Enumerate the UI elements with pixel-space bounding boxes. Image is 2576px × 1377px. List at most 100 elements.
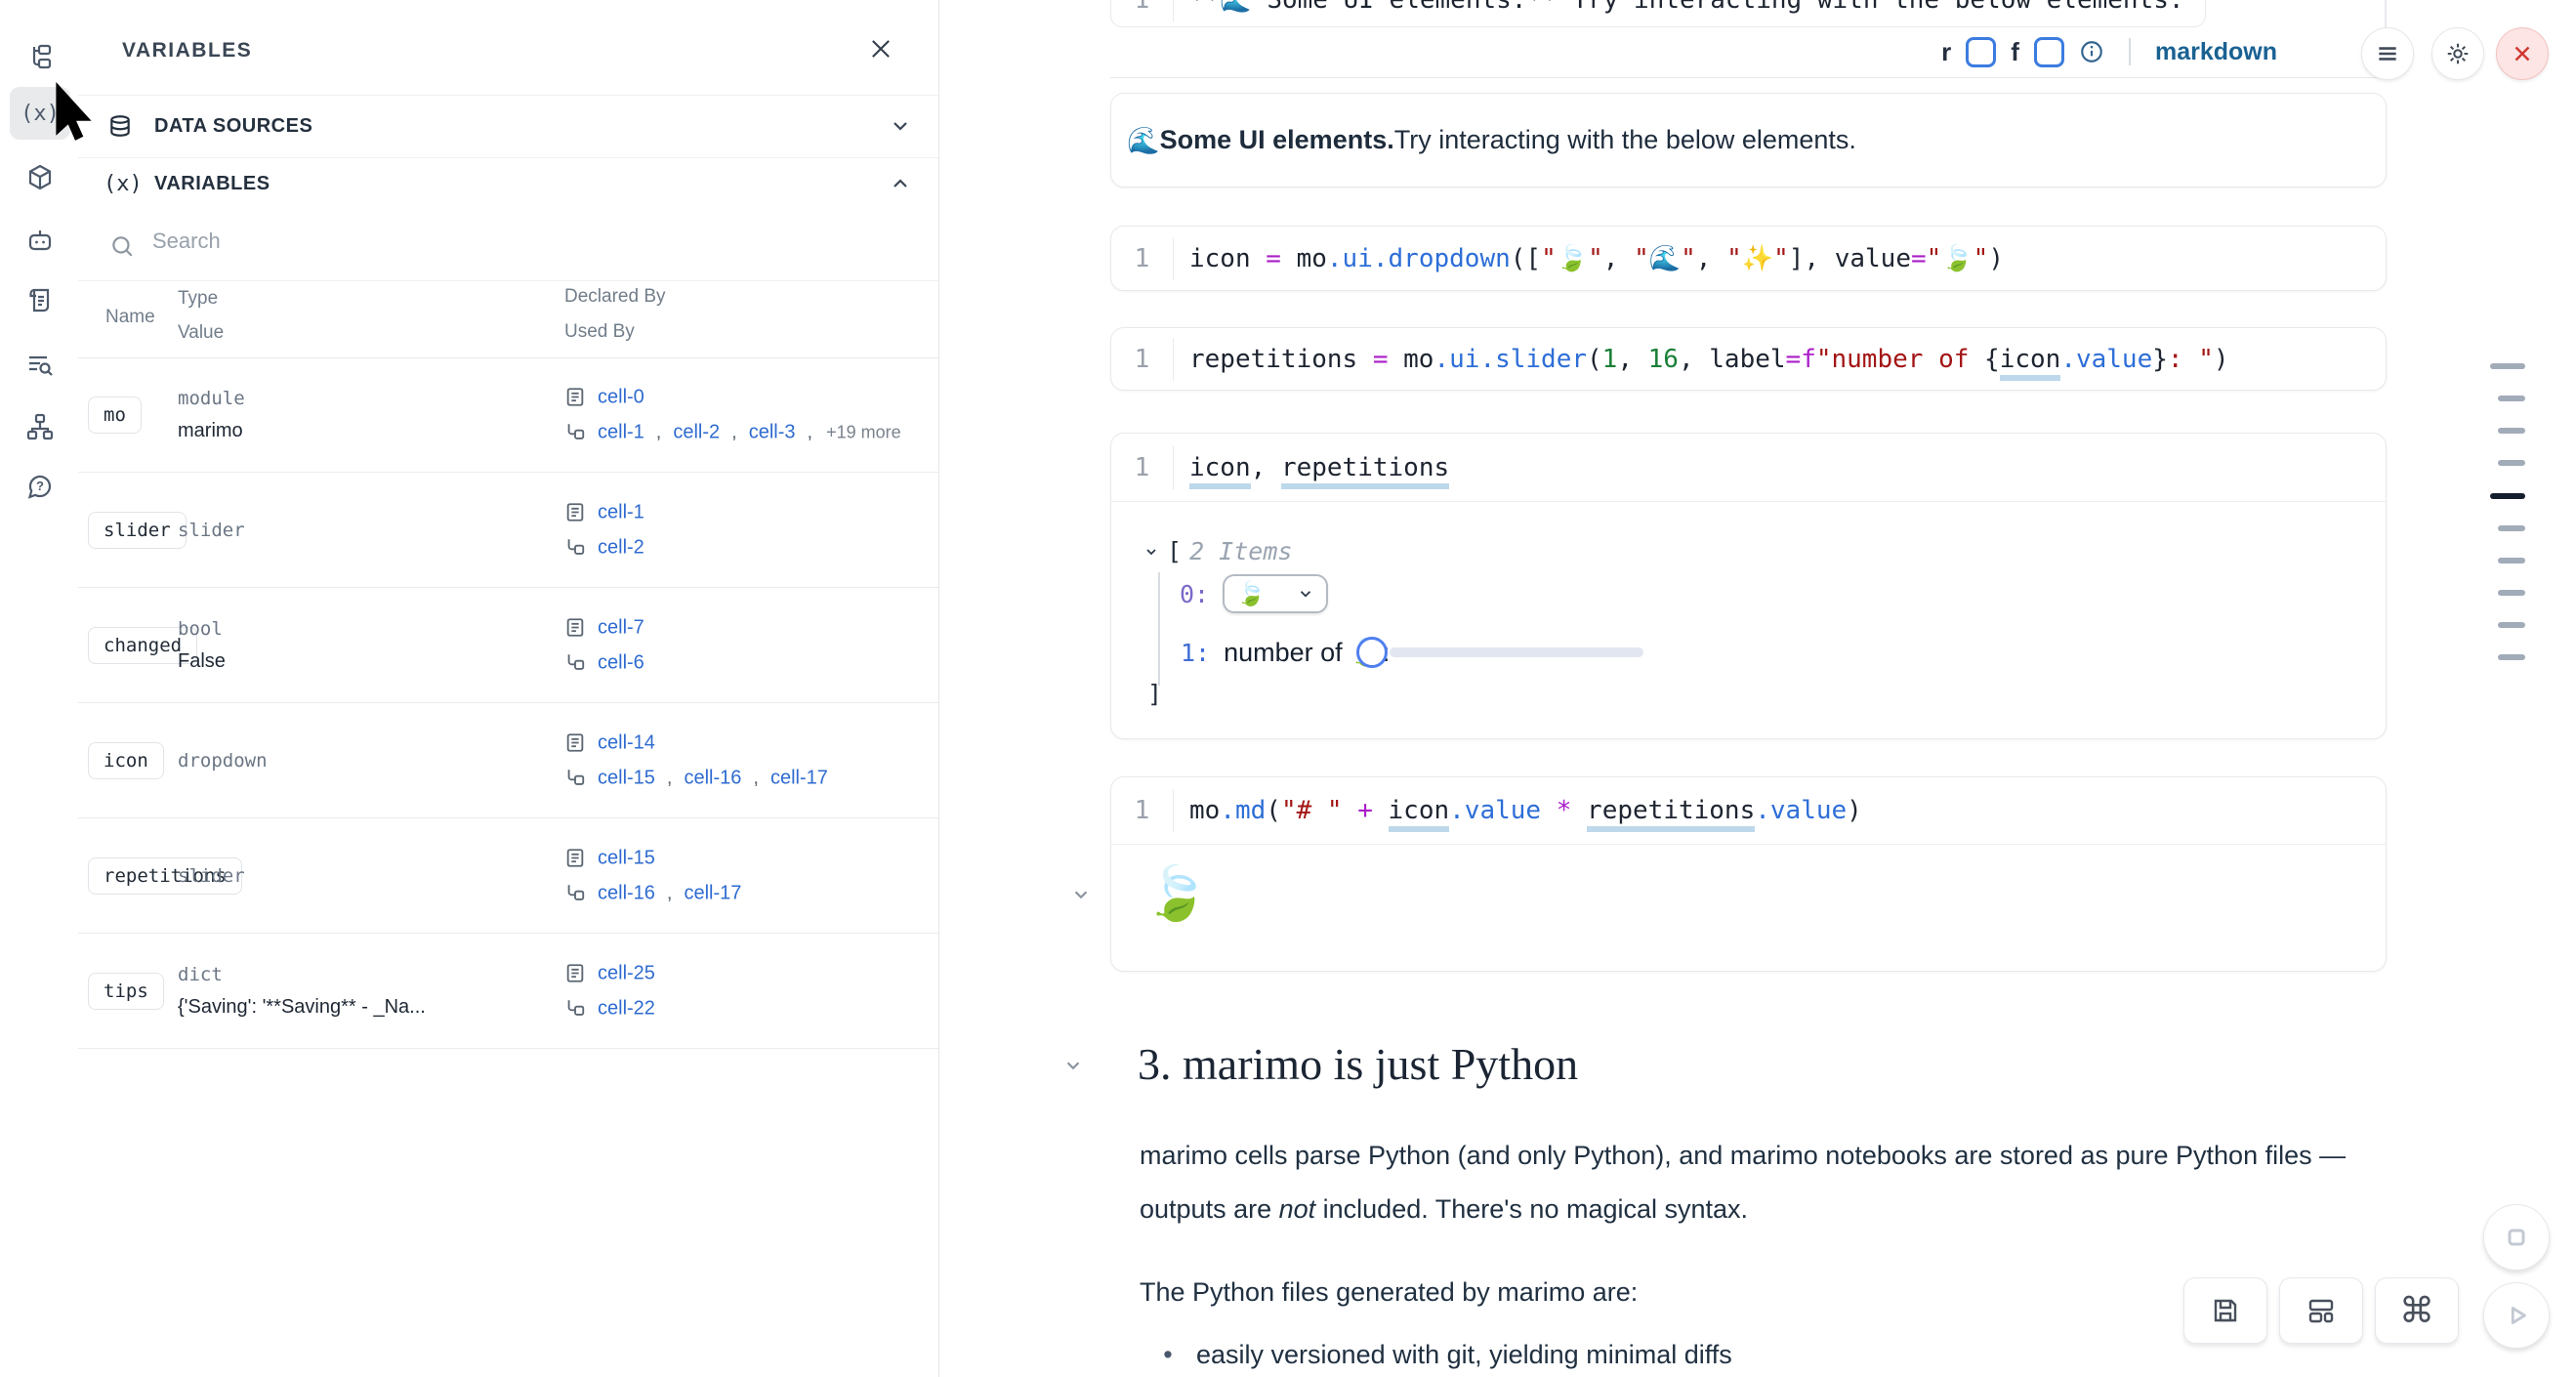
network-icon — [25, 412, 55, 441]
cell-link[interactable]: cell-1 — [598, 421, 644, 442]
minimap-cell-marker[interactable] — [2498, 460, 2525, 466]
cell-editor-clipped[interactable]: 1 **🌊 Some UI elements.** Try interactin… — [1110, 0, 2206, 27]
variable-name-chip[interactable]: repetitions — [88, 856, 242, 895]
stop-icon — [2501, 1222, 2532, 1253]
sidebar-item-dependency-graph[interactable] — [10, 400, 70, 453]
cell-menu-button[interactable] — [2361, 27, 2414, 80]
variables-icon: (x) — [21, 101, 60, 126]
minimap-cell-marker[interactable] — [2490, 363, 2525, 369]
cell-link[interactable]: cell-15 — [598, 767, 655, 788]
cell-link[interactable]: cell-16 — [598, 882, 655, 903]
cell-link[interactable]: cell-2 — [598, 536, 644, 558]
variables-icon: (x) — [104, 171, 143, 196]
variable-value: {'Saving': '**Saving** - _Na... — [178, 995, 426, 1018]
minimap-cell-marker[interactable] — [2498, 558, 2525, 563]
variable-name-chip[interactable]: tips — [88, 972, 164, 1010]
command-icon: ⌘ — [2399, 1290, 2434, 1331]
sidebar-item-ai-assistant[interactable] — [10, 214, 70, 267]
search-input[interactable] — [150, 228, 838, 255]
minimap-cell-marker[interactable] — [2498, 396, 2525, 401]
collapse-chevron-icon[interactable] — [1070, 884, 1092, 905]
column-header-used-by: Used By — [564, 321, 635, 342]
code-text: icon = mo.ui.dropdown(["🍃", "🌊", "✨"], v… — [1189, 243, 2004, 273]
search-icon — [112, 236, 133, 257]
table-row: icon dropdown cell-14 cell-15, cell-16, cel… — [78, 703, 938, 818]
minimap-cell-marker[interactable] — [2490, 493, 2525, 499]
accordion-data-sources[interactable]: DATA SOURCES — [78, 95, 938, 158]
emphasis-text: not — [1278, 1194, 1316, 1224]
minimap-cell-marker[interactable] — [2498, 590, 2525, 596]
layout-button[interactable] — [2279, 1277, 2363, 1344]
cell-link[interactable]: cell-17 — [769, 767, 828, 788]
cell-link[interactable]: cell-0 — [598, 386, 644, 407]
sidebar-item-logs[interactable] — [10, 274, 70, 327]
cell-markdown-output[interactable]: 🌊 Some UI elements. Try interacting with… — [1110, 93, 2387, 188]
cell-code-slider[interactable]: 1 repetitions = mo.ui.slider(1, 16, labe… — [1110, 327, 2387, 391]
tree-output: [ 2 Items 0: 🍃 1: number of 🍃: ] — [1111, 502, 2386, 738]
svg-text:?: ? — [36, 479, 44, 493]
accordion-label: VARIABLES — [154, 172, 270, 194]
cell-code-dropdown[interactable]: 1 icon = mo.ui.dropdown(["🍃", "🌊", "✨"],… — [1110, 226, 2387, 291]
refline-declared-by: cell-15 — [564, 847, 741, 869]
scroll-icon — [25, 286, 55, 315]
close-panel-icon[interactable] — [867, 35, 894, 63]
sidebar-item-packages[interactable] — [10, 151, 70, 204]
slider-track[interactable] — [1390, 647, 1643, 657]
refline-declared-by: cell-14 — [564, 731, 828, 754]
line-number: 1 — [1111, 0, 1174, 21]
cell-link[interactable]: cell-2 — [673, 421, 721, 442]
cell-language-label[interactable]: markdown — [2154, 37, 2277, 65]
variable-type-value: slider — [178, 520, 245, 541]
cell-code-tuple[interactable]: 1 icon, repetitions [ 2 Items 0: 🍃 1: nu… — [1110, 433, 2387, 739]
minimap-cell-marker[interactable] — [2498, 654, 2525, 660]
cell-link[interactable]: cell-14 — [598, 731, 655, 753]
run-button[interactable] — [2483, 1282, 2550, 1349]
sidebar-item-scratchpad[interactable] — [10, 338, 70, 391]
code-text: icon, repetitions — [1174, 452, 1450, 489]
tree-indent-guide — [1158, 572, 1160, 686]
sidebar-item-help[interactable]: ? — [10, 460, 70, 513]
dropdown-select[interactable]: 🍃 — [1223, 574, 1329, 613]
shortcuts-button[interactable]: ⌘ — [2375, 1277, 2459, 1344]
cell-settings-button[interactable] — [2431, 27, 2484, 80]
cell-delete-button[interactable] — [2496, 27, 2549, 80]
variable-name-chip[interactable]: slider — [88, 511, 187, 549]
cell-code-md-call[interactable]: 1 mo.md("# " + icon.value * repetitions.… — [1110, 776, 2387, 972]
minimap-cell-marker[interactable] — [2498, 525, 2525, 531]
collapse-chevron-icon[interactable] — [1062, 1055, 1084, 1076]
variable-type: bool — [178, 617, 223, 640]
variable-name-chip[interactable]: changed — [88, 626, 198, 664]
save-button[interactable] — [2183, 1277, 2267, 1344]
variable-name-chip[interactable]: mo — [88, 396, 142, 434]
minimap-cell-marker[interactable] — [2498, 428, 2525, 434]
cell-link[interactable]: cell-3 — [748, 421, 796, 442]
variable-name-chip[interactable]: icon — [88, 741, 164, 779]
f-checkbox[interactable] — [2033, 36, 2064, 67]
markdown-text: 🌊 Some UI elements. Try interacting with… — [1127, 125, 1856, 155]
cell-link[interactable]: cell-22 — [598, 997, 655, 1019]
cell-link[interactable]: cell-1 — [598, 501, 644, 522]
cell-link[interactable]: cell-25 — [598, 962, 655, 983]
cell-link[interactable]: cell-7 — [598, 616, 644, 638]
sidebar-item-file-explorer[interactable] — [10, 31, 70, 84]
stop-button[interactable] — [2483, 1204, 2550, 1271]
refline-used-by: cell-15, cell-16, cell-17 — [564, 767, 828, 789]
variable-type-value: dropdown — [178, 750, 268, 772]
r-checkbox[interactable] — [1966, 36, 1997, 67]
cell-link[interactable]: cell-6 — [598, 651, 644, 673]
minimap-cell-marker[interactable] — [2498, 622, 2525, 628]
accordion-variables[interactable]: (x) VARIABLES — [78, 157, 938, 210]
refline-used-by: cell-22 — [564, 997, 655, 1020]
cell-link[interactable]: cell-15 — [598, 847, 655, 868]
variable-type: dropdown — [178, 749, 268, 772]
section-heading: 3. marimo is just Python — [1138, 1039, 1579, 1089]
cell-link[interactable]: cell-16 — [684, 767, 742, 788]
info-icon[interactable] — [2079, 39, 2104, 64]
table-header: Name Type Value Declared By Used By — [78, 280, 938, 358]
cell-link[interactable]: cell-17 — [684, 882, 742, 903]
chevron-down-icon[interactable] — [1143, 544, 1159, 560]
slider-thumb[interactable] — [1356, 637, 1388, 668]
